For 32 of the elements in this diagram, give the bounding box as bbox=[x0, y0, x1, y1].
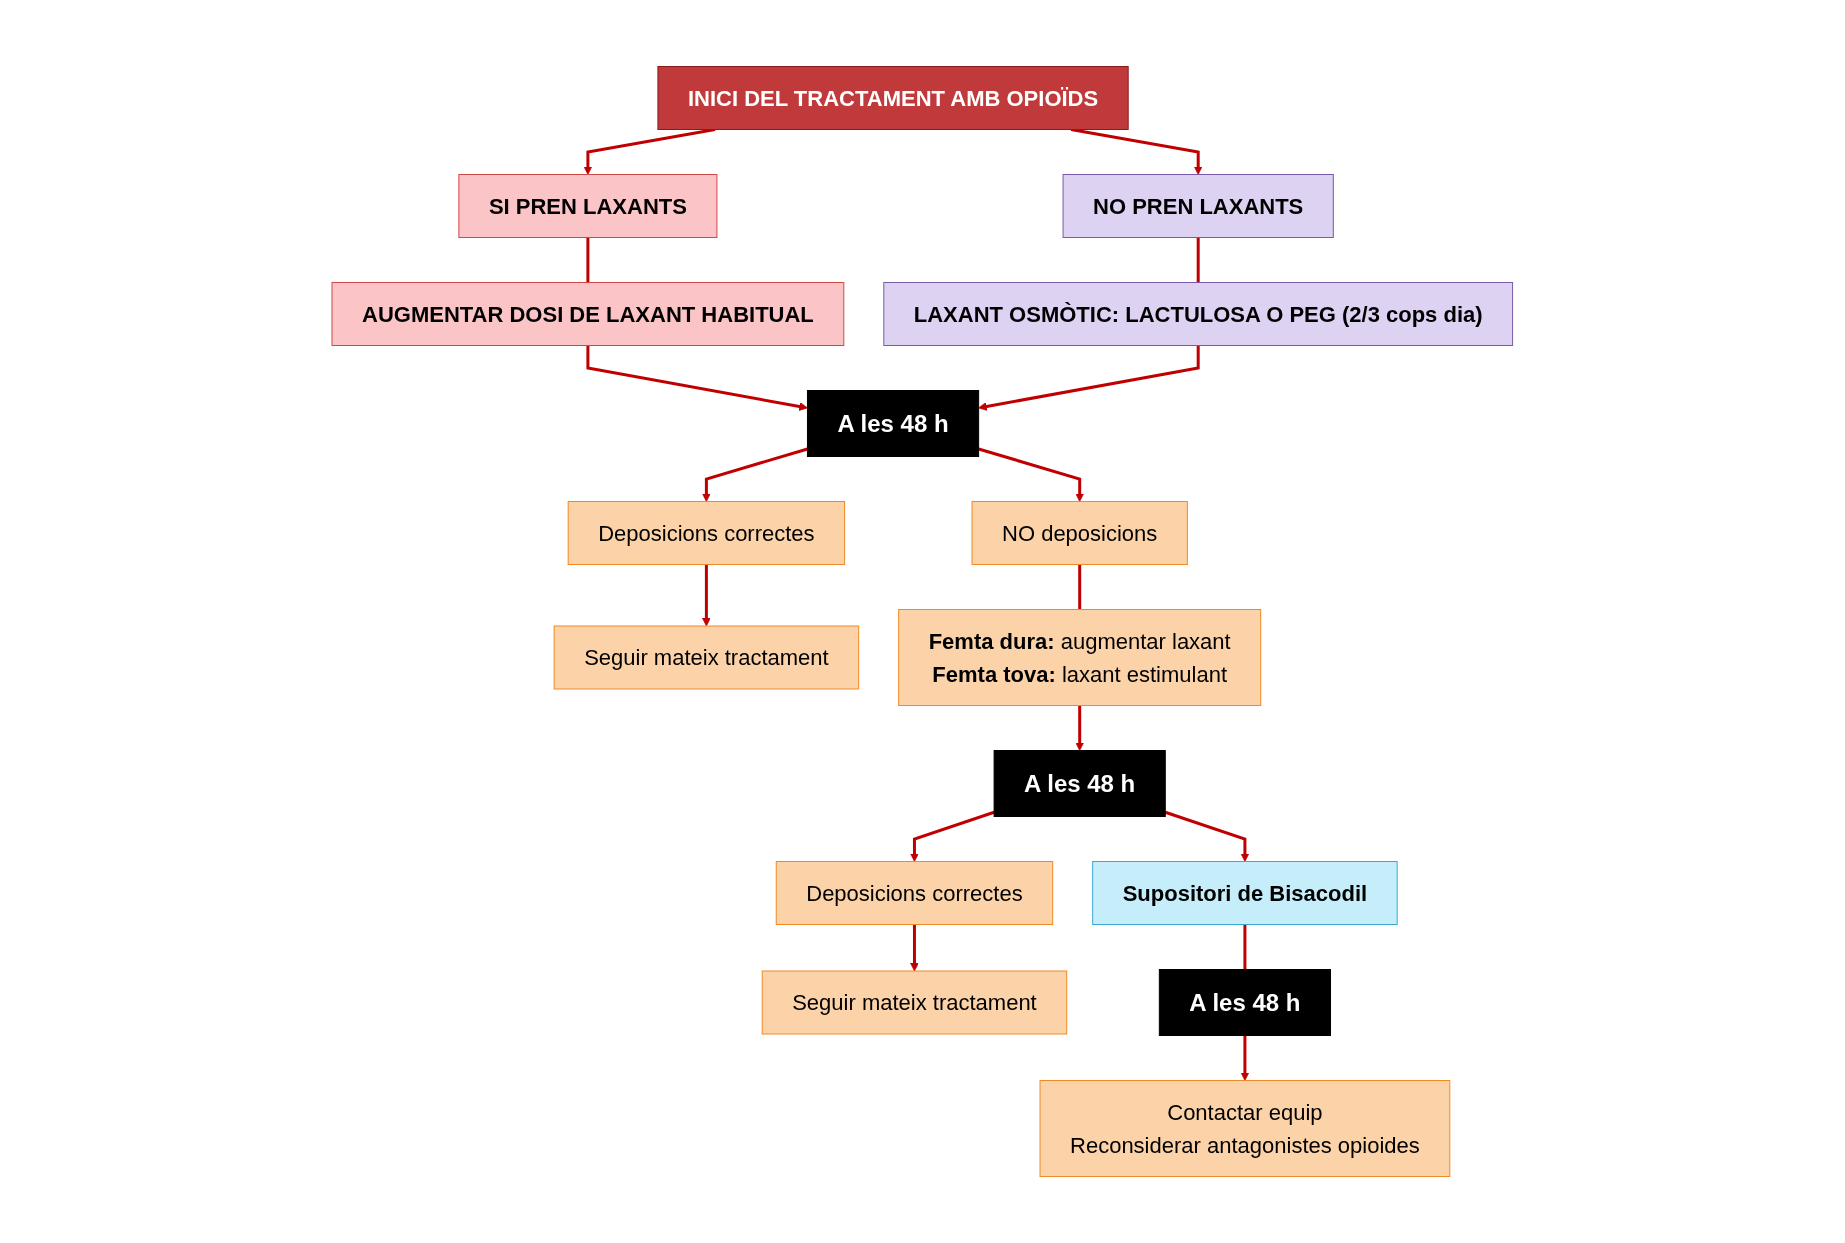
node-box: Deposicions correctes bbox=[567, 501, 846, 565]
arrow bbox=[1165, 810, 1250, 862]
node-box: AUGMENTAR DOSI DE LAXANT HABITUAL bbox=[331, 282, 845, 346]
arrow bbox=[586, 345, 809, 411]
connector bbox=[1196, 237, 1200, 283]
arrow bbox=[583, 128, 716, 175]
node-box: Seguir mateix tractament bbox=[761, 970, 1068, 1035]
arrow bbox=[1240, 1035, 1250, 1081]
node-box: Deposicions correctes bbox=[775, 861, 1054, 925]
node-box: Contactar equip Reconsiderar antagonistes opioides bbox=[1039, 1080, 1451, 1177]
node-box: A les 48 h bbox=[807, 390, 980, 457]
connector bbox=[1243, 924, 1247, 970]
arrow bbox=[910, 810, 995, 862]
arrow bbox=[702, 564, 711, 627]
arrow bbox=[978, 345, 1200, 411]
node-box: A les 48 h bbox=[993, 750, 1166, 817]
node-box: Femta dura: augmentar laxant Femta tova: laxant estimulant bbox=[898, 609, 1262, 706]
connector bbox=[586, 237, 590, 283]
arrow bbox=[978, 447, 1085, 502]
arrow bbox=[910, 924, 920, 972]
node-box: SI PREN LAXANTS bbox=[458, 174, 718, 238]
node-box: LAXANT OSMÒTIC: LACTULOSA O PEG (2/3 cops dia) bbox=[883, 282, 1514, 346]
arrow bbox=[1071, 128, 1203, 175]
arrow bbox=[702, 447, 809, 502]
node-box: Seguir mateix tractament bbox=[553, 625, 860, 690]
node-box: Supositori de Bisacodil bbox=[1092, 861, 1398, 925]
node-box: INICI DEL TRACTAMENT AMB OPIOÏDS bbox=[657, 66, 1129, 130]
arrow bbox=[1075, 705, 1085, 751]
node-box: NO deposicions bbox=[971, 501, 1189, 565]
node-box: A les 48 h bbox=[1159, 969, 1332, 1036]
node-box: NO PREN LAXANTS bbox=[1062, 174, 1334, 238]
connector bbox=[1078, 564, 1082, 610]
